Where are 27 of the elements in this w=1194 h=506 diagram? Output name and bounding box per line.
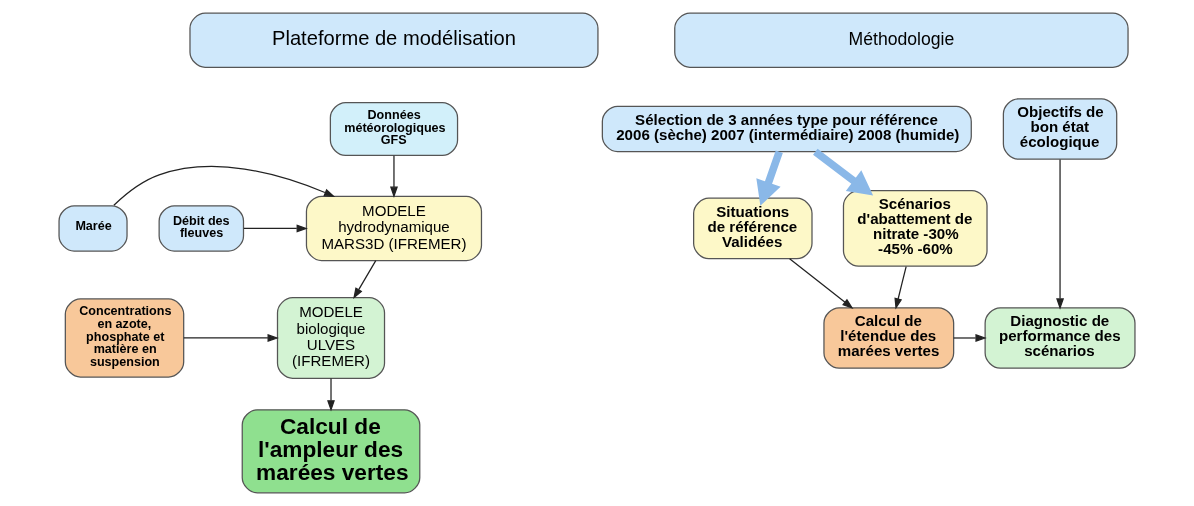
node-box: Situations de référence Validées xyxy=(693,197,813,260)
node-box: MODELE hydrodynamique MARS3D (IFREMER) xyxy=(305,195,483,262)
node-box: Diagnostic de performance des scénarios xyxy=(984,307,1136,369)
arrow xyxy=(243,224,308,233)
arrow xyxy=(1056,158,1064,310)
arrow xyxy=(953,334,987,342)
arrow xyxy=(813,148,874,196)
node-box: MODELE biologique ULVES (IFREMER) xyxy=(276,297,386,379)
arrow xyxy=(183,334,279,342)
node-box: Scénarios d'abattement de nitrate -30% -45% -60% xyxy=(842,190,988,267)
arrow xyxy=(113,165,336,206)
node-box: Sélection de 3 années type pour référence 2006 (sèche) 2007 (intermédiaire) 2008 (humide) xyxy=(601,105,972,153)
node-box: Données météorologiques GFS xyxy=(329,101,459,157)
node-box: Marée xyxy=(58,205,128,252)
arrow xyxy=(353,260,377,300)
node-box: Objectifs de bon état écologique xyxy=(1002,98,1118,160)
arrow xyxy=(756,150,783,206)
node-box: Plateforme de modélisation xyxy=(189,12,599,68)
arrow xyxy=(894,265,907,310)
arrow xyxy=(390,155,398,198)
node-box: Débit des fleuves xyxy=(158,205,245,252)
arrow xyxy=(327,378,335,412)
node-box: Calcul de l'ampleur des marées vertes xyxy=(241,409,421,494)
arrow xyxy=(789,258,854,309)
node-box: Méthodologie xyxy=(674,12,1129,68)
node-box: Concentrations en azote, phosphate et matière en suspension xyxy=(64,298,185,378)
node-box: Calcul de l'étendue des marées vertes xyxy=(823,307,955,369)
